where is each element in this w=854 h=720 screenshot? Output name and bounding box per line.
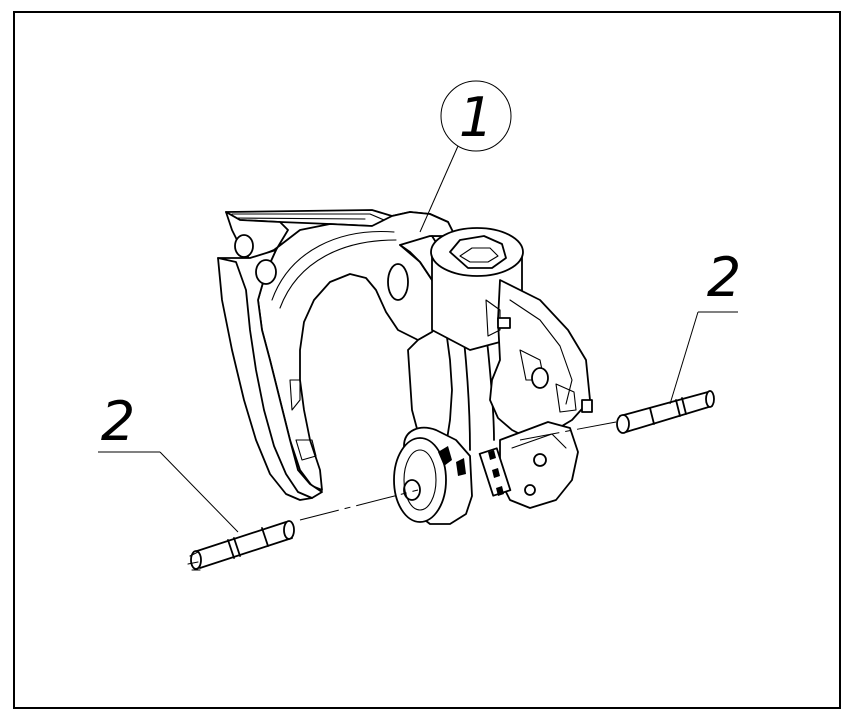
callout-part-2-right: 2 — [669, 246, 741, 405]
callout-part-1: 1 — [419, 80, 512, 233]
axis-line-right — [519, 421, 617, 441]
axis-line-left — [299, 489, 419, 521]
callout-part-2-left: 2 — [98, 390, 239, 533]
drawing-frame — [13, 11, 841, 709]
callout-label-2-right: 2 — [707, 246, 741, 309]
pin-part-2-right — [616, 390, 715, 434]
callout-label-1: 1 — [459, 86, 493, 149]
shift-fork-part-1 — [217, 209, 593, 525]
pin-part-2-left — [187, 520, 295, 571]
callout-label-2-left: 2 — [101, 390, 135, 453]
